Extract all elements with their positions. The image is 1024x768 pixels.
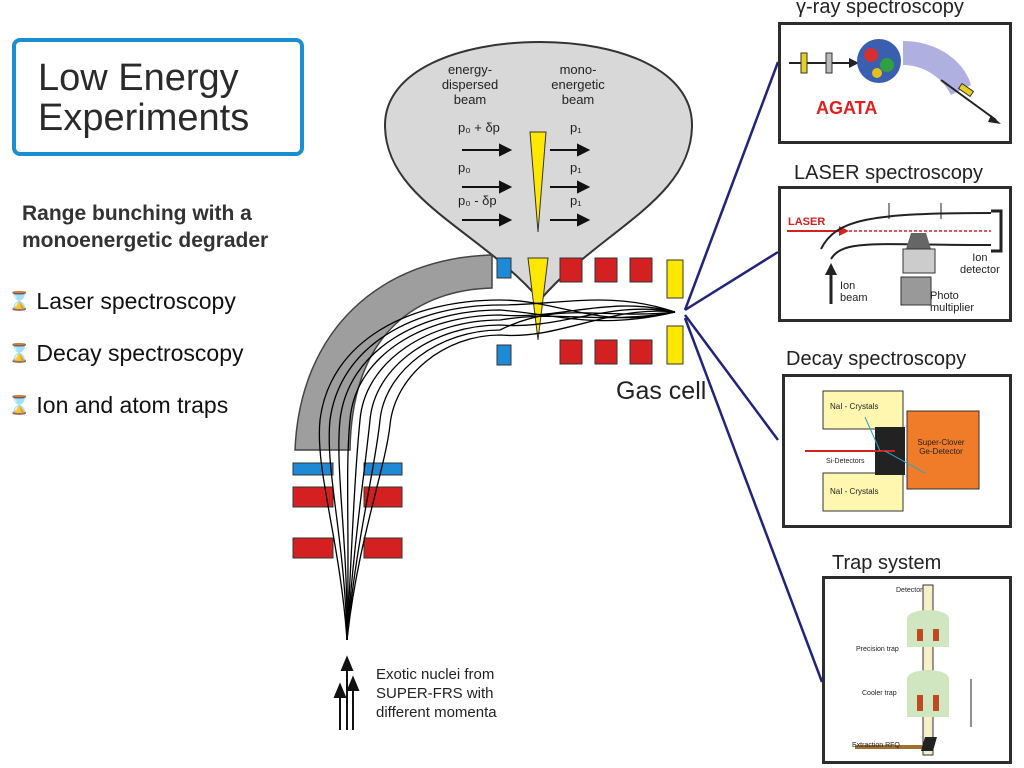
bubble-left-head-3: beam [453, 92, 487, 107]
si-detectors-label: Si-Detectors [826, 458, 865, 465]
precision-trap-label: Precision trap [856, 646, 899, 653]
quad-red-right-2 [363, 537, 403, 559]
quad-red-bottom-2 [594, 339, 618, 365]
bubble-row-3-left: p₀ - δp [458, 193, 497, 208]
exotic-line-1: Exotic nuclei from [376, 666, 495, 683]
quad-red-bottom-3 [629, 339, 653, 365]
cooler-trap-label: Cooler trap [862, 690, 897, 697]
laser-panel [778, 186, 1012, 322]
nai-top-label: NaI - Crystals [830, 402, 879, 411]
bubble-row-2-left: p₀ [458, 160, 471, 175]
bullet-laser: ⌛ Laser spectroscopy [8, 288, 236, 315]
photomultiplier-label: Photo multiplier [930, 290, 974, 314]
quad-red-top-2 [594, 257, 618, 283]
bubble-arrows [462, 143, 591, 227]
degrader-wedge [527, 257, 549, 341]
gamma-panel-title: γ-ray spectroscopy [796, 0, 964, 18]
ion-beam-label: Ion beam [840, 280, 868, 304]
hourglass-icon: ⌛ [8, 395, 31, 415]
bubble-right-head: mono- energetic beam [538, 62, 618, 107]
bubble-row-1-right: p₁ [570, 120, 582, 135]
laser-panel-title: LASER spectroscopy [794, 162, 983, 184]
hourglass-icon: ⌛ [8, 343, 31, 363]
bullet-decay: ⌛ Decay spectroscopy [8, 340, 244, 367]
ion-beam-line-2: beam [840, 292, 868, 304]
trap-panel-title: Trap system [832, 552, 942, 574]
beam-trajectories [318, 299, 676, 641]
bubble-left-head-1: energy- [447, 62, 493, 77]
bubble-right-head-3: beam [561, 92, 595, 107]
bubble-row-3-right: p₁ [570, 193, 582, 208]
bubble-right-head-1: mono- [559, 62, 597, 77]
clover-line-2: Ge-Detector [919, 447, 963, 456]
ion-detector-line-1: Ion [972, 252, 988, 264]
bullet-traps: ⌛ Ion and atom traps [8, 392, 228, 419]
exotic-line-2: SUPER-FRS with [376, 685, 494, 702]
quad-red-bottom-1 [559, 339, 583, 365]
gamma-panel [778, 22, 1012, 144]
quad-blue-right [363, 462, 403, 476]
laser-schematic [787, 203, 1003, 306]
bubble-left-head: energy- dispersed beam [430, 62, 510, 107]
ion-beam-line-1: Ion [840, 280, 856, 292]
quad-red-left-1 [292, 486, 334, 508]
title-line-1: Low Energy [38, 57, 239, 99]
quad-blue-bottom [496, 344, 512, 366]
bubble-left-head-2: dispersed [441, 77, 499, 92]
ion-detector-line-2: detector [960, 264, 1000, 276]
quad-red-left-2 [292, 537, 334, 559]
trap-detector-label: Detector [896, 587, 923, 594]
connector-lines [683, 61, 824, 683]
decay-schematic [805, 390, 980, 512]
title-line-2: Experiments [38, 97, 250, 139]
exotic-nuclei-label: Exotic nuclei from SUPER-FRS with differ… [376, 665, 497, 722]
extraction-rfq-label: Extraction RFQ [852, 742, 900, 749]
subtitle: Range bunching with a monoenergetic degr… [22, 200, 342, 254]
bullet-label: Ion and atom traps [36, 392, 229, 418]
bullet-label: Decay spectroscopy [36, 340, 244, 366]
quad-red-right-1 [363, 486, 403, 508]
trap-panel [822, 576, 1012, 764]
agata-label: AGATA [816, 98, 878, 118]
decay-panel [782, 374, 1012, 528]
hourglass-icon: ⌛ [8, 291, 31, 311]
subtitle-line-2: monoenergetic degrader [22, 229, 269, 252]
clover-label: Super-Clover Ge-Detector [910, 438, 972, 456]
photo-line-1: Photo [930, 290, 959, 302]
exotic-arrows [333, 655, 360, 730]
title-box: Low Energy Experiments [12, 38, 304, 156]
decay-panel-title: Decay spectroscopy [786, 348, 967, 370]
gas-cell-yellow-top [666, 259, 684, 299]
subtitle-line-1: Range bunching with a [22, 202, 252, 225]
bubble-row-2-right: p₁ [570, 160, 582, 175]
bubble-right-head-2: energetic [551, 77, 605, 92]
gas-cell-yellow-bottom [666, 325, 684, 365]
nai-bottom-label: NaI - Crystals [830, 487, 879, 496]
degrader-wedge-small [529, 131, 547, 233]
quad-red-top-3 [629, 257, 653, 283]
exotic-line-3: different momenta [376, 704, 497, 721]
ion-detector-label: Ion detector [960, 252, 1000, 276]
quad-blue-top [496, 257, 512, 279]
agata-schematic [789, 39, 1001, 124]
bubble-row-1-left: p₀ + δp [458, 120, 500, 135]
bullet-label: Laser spectroscopy [36, 288, 236, 314]
photo-line-2: multiplier [930, 302, 975, 314]
gas-cell-label: Gas cell [616, 377, 707, 405]
quad-red-top-1 [559, 257, 583, 283]
clover-line-1: Super-Clover [917, 438, 965, 447]
quad-blue-left [292, 462, 334, 476]
dipole-magnet [294, 254, 493, 451]
laser-label: LASER [788, 216, 826, 228]
trap-schematic [855, 584, 972, 756]
